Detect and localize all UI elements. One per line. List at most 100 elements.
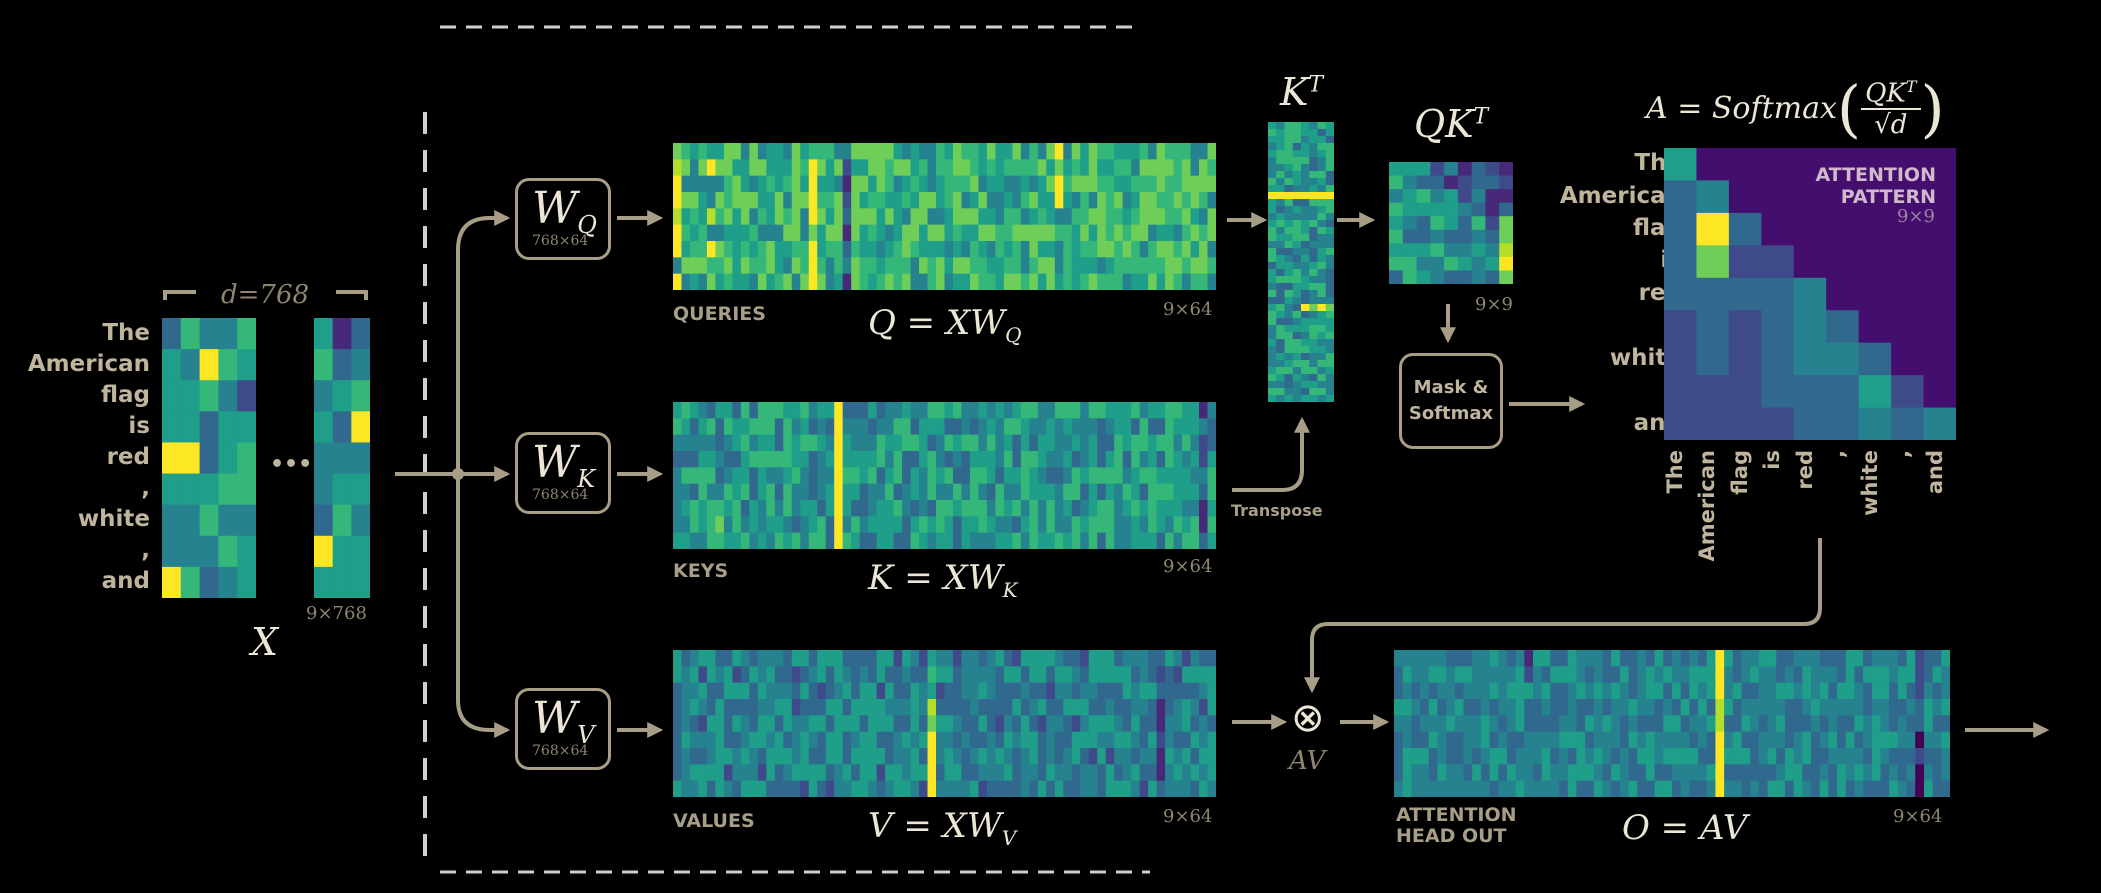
heatmap-cell [1619,682,1630,700]
heatmap-cell [774,483,784,501]
heatmap-cell [783,208,793,226]
heatmap-cell [199,318,219,350]
heatmap-cell [1080,532,1090,549]
heatmap-cell [1080,402,1090,419]
heatmap-cell [1122,241,1132,258]
heatmap-cell [1411,764,1421,782]
heatmap-cell [1463,748,1473,765]
heatmap-cell [681,159,691,177]
heatmap-cell [732,650,742,667]
heatmap-cell [1645,682,1656,700]
heatmap-cell [1054,257,1064,275]
weight-query-box[interactable]: WQ 768×64 [515,178,611,260]
heatmap-cell [715,241,725,258]
heatmap-cell [1284,346,1294,354]
heatmap-cell [1003,241,1013,258]
heatmap-cell [1793,407,1827,440]
heatmap-cell [1802,666,1812,684]
heatmap-cell [986,402,997,419]
heatmap-cell [740,175,750,193]
heatmap-cell [1784,748,1795,765]
heatmap-cell [1114,532,1124,549]
heatmap-cell [1506,748,1517,765]
heatmap-cell [162,318,182,350]
heatmap-cell [1268,269,1277,277]
heatmap-cell [1480,764,1491,782]
heatmap-cell [868,483,878,501]
input-matrix-left [162,318,256,598]
heatmap-cell [876,516,886,534]
heatmap-cell [868,467,878,485]
heatmap-cell [1741,715,1751,733]
heatmap-cell [1003,192,1013,209]
heatmap-cell [1268,206,1277,214]
heatmap-cell [978,715,988,733]
heatmap-cell [1276,150,1286,158]
heatmap-cell [825,451,835,468]
mask-softmax-button[interactable]: Mask & Softmax [1399,353,1503,449]
heatmap-cell [842,748,852,765]
heatmap-cell [1088,666,1098,684]
heatmap-cell [1165,467,1175,485]
heatmap-cell [1071,467,1081,485]
heatmap-cell [969,483,980,501]
heatmap-cell [1292,178,1302,186]
heatmap-cell [952,699,963,716]
heatmap-cell [885,516,895,534]
heatmap-cell [1394,780,1404,797]
heatmap-cell [766,748,776,765]
attention-pattern-matrix [1664,148,1956,440]
heatmap-cell [1437,764,1447,782]
heatmap-cell [1012,731,1022,749]
weight-key-box[interactable]: WK 768×64 [515,432,611,514]
heatmap-cell [1802,780,1812,797]
heatmap-cell [1268,185,1277,193]
heatmap-cell [689,434,700,452]
heatmap-cell [885,208,895,226]
heatmap-cell [1020,500,1030,517]
heatmap-cell [1029,434,1039,452]
heatmap-cell [910,159,920,177]
heatmap-cell [1284,290,1294,298]
heatmap-cell [808,273,818,290]
heatmap-cell [859,175,869,193]
heatmap-cell [1394,731,1404,749]
heatmap-cell [1880,650,1890,667]
heatmap-cell [332,349,352,381]
heatmap-cell [1394,650,1404,667]
heatmap-cell [1276,346,1286,354]
heatmap-cell [1097,699,1107,716]
heatmap-cell [1182,682,1192,700]
heatmap-cell [868,764,878,782]
heatmap-cell [698,764,708,782]
heatmap-cell [800,516,810,534]
weight-value-box[interactable]: WV 768×64 [515,688,611,770]
heatmap-cell [1199,483,1209,501]
heatmap-cell [1593,666,1604,684]
input-token: , [141,475,150,501]
heatmap-cell [893,143,903,160]
heatmap-cell [1301,276,1310,284]
heatmap-cell [1105,257,1115,275]
heatmap-cell [1309,157,1319,165]
heatmap-cell [1325,283,1334,291]
heatmap-cell [1268,262,1277,270]
heatmap-cell [1105,699,1115,716]
heatmap-cell [1567,699,1578,716]
heatmap-cell [910,666,920,684]
heatmap-cell [1071,500,1081,517]
heatmap-cell [1437,780,1447,797]
heatmap-cell [757,257,767,275]
heatmap-cell [199,504,219,537]
heatmap-cell [1394,764,1404,782]
heatmap-cell [1037,532,1047,549]
heatmap-cell [952,451,963,468]
heatmap-cell [774,418,784,436]
heatmap-cell [774,682,784,700]
heatmap-cell [961,241,971,258]
heatmap-cell [757,402,767,419]
heatmap-cell [1182,273,1192,290]
heatmap-cell [817,257,827,275]
heatmap-cell [1430,175,1445,190]
heatmap-cell [1389,202,1404,217]
